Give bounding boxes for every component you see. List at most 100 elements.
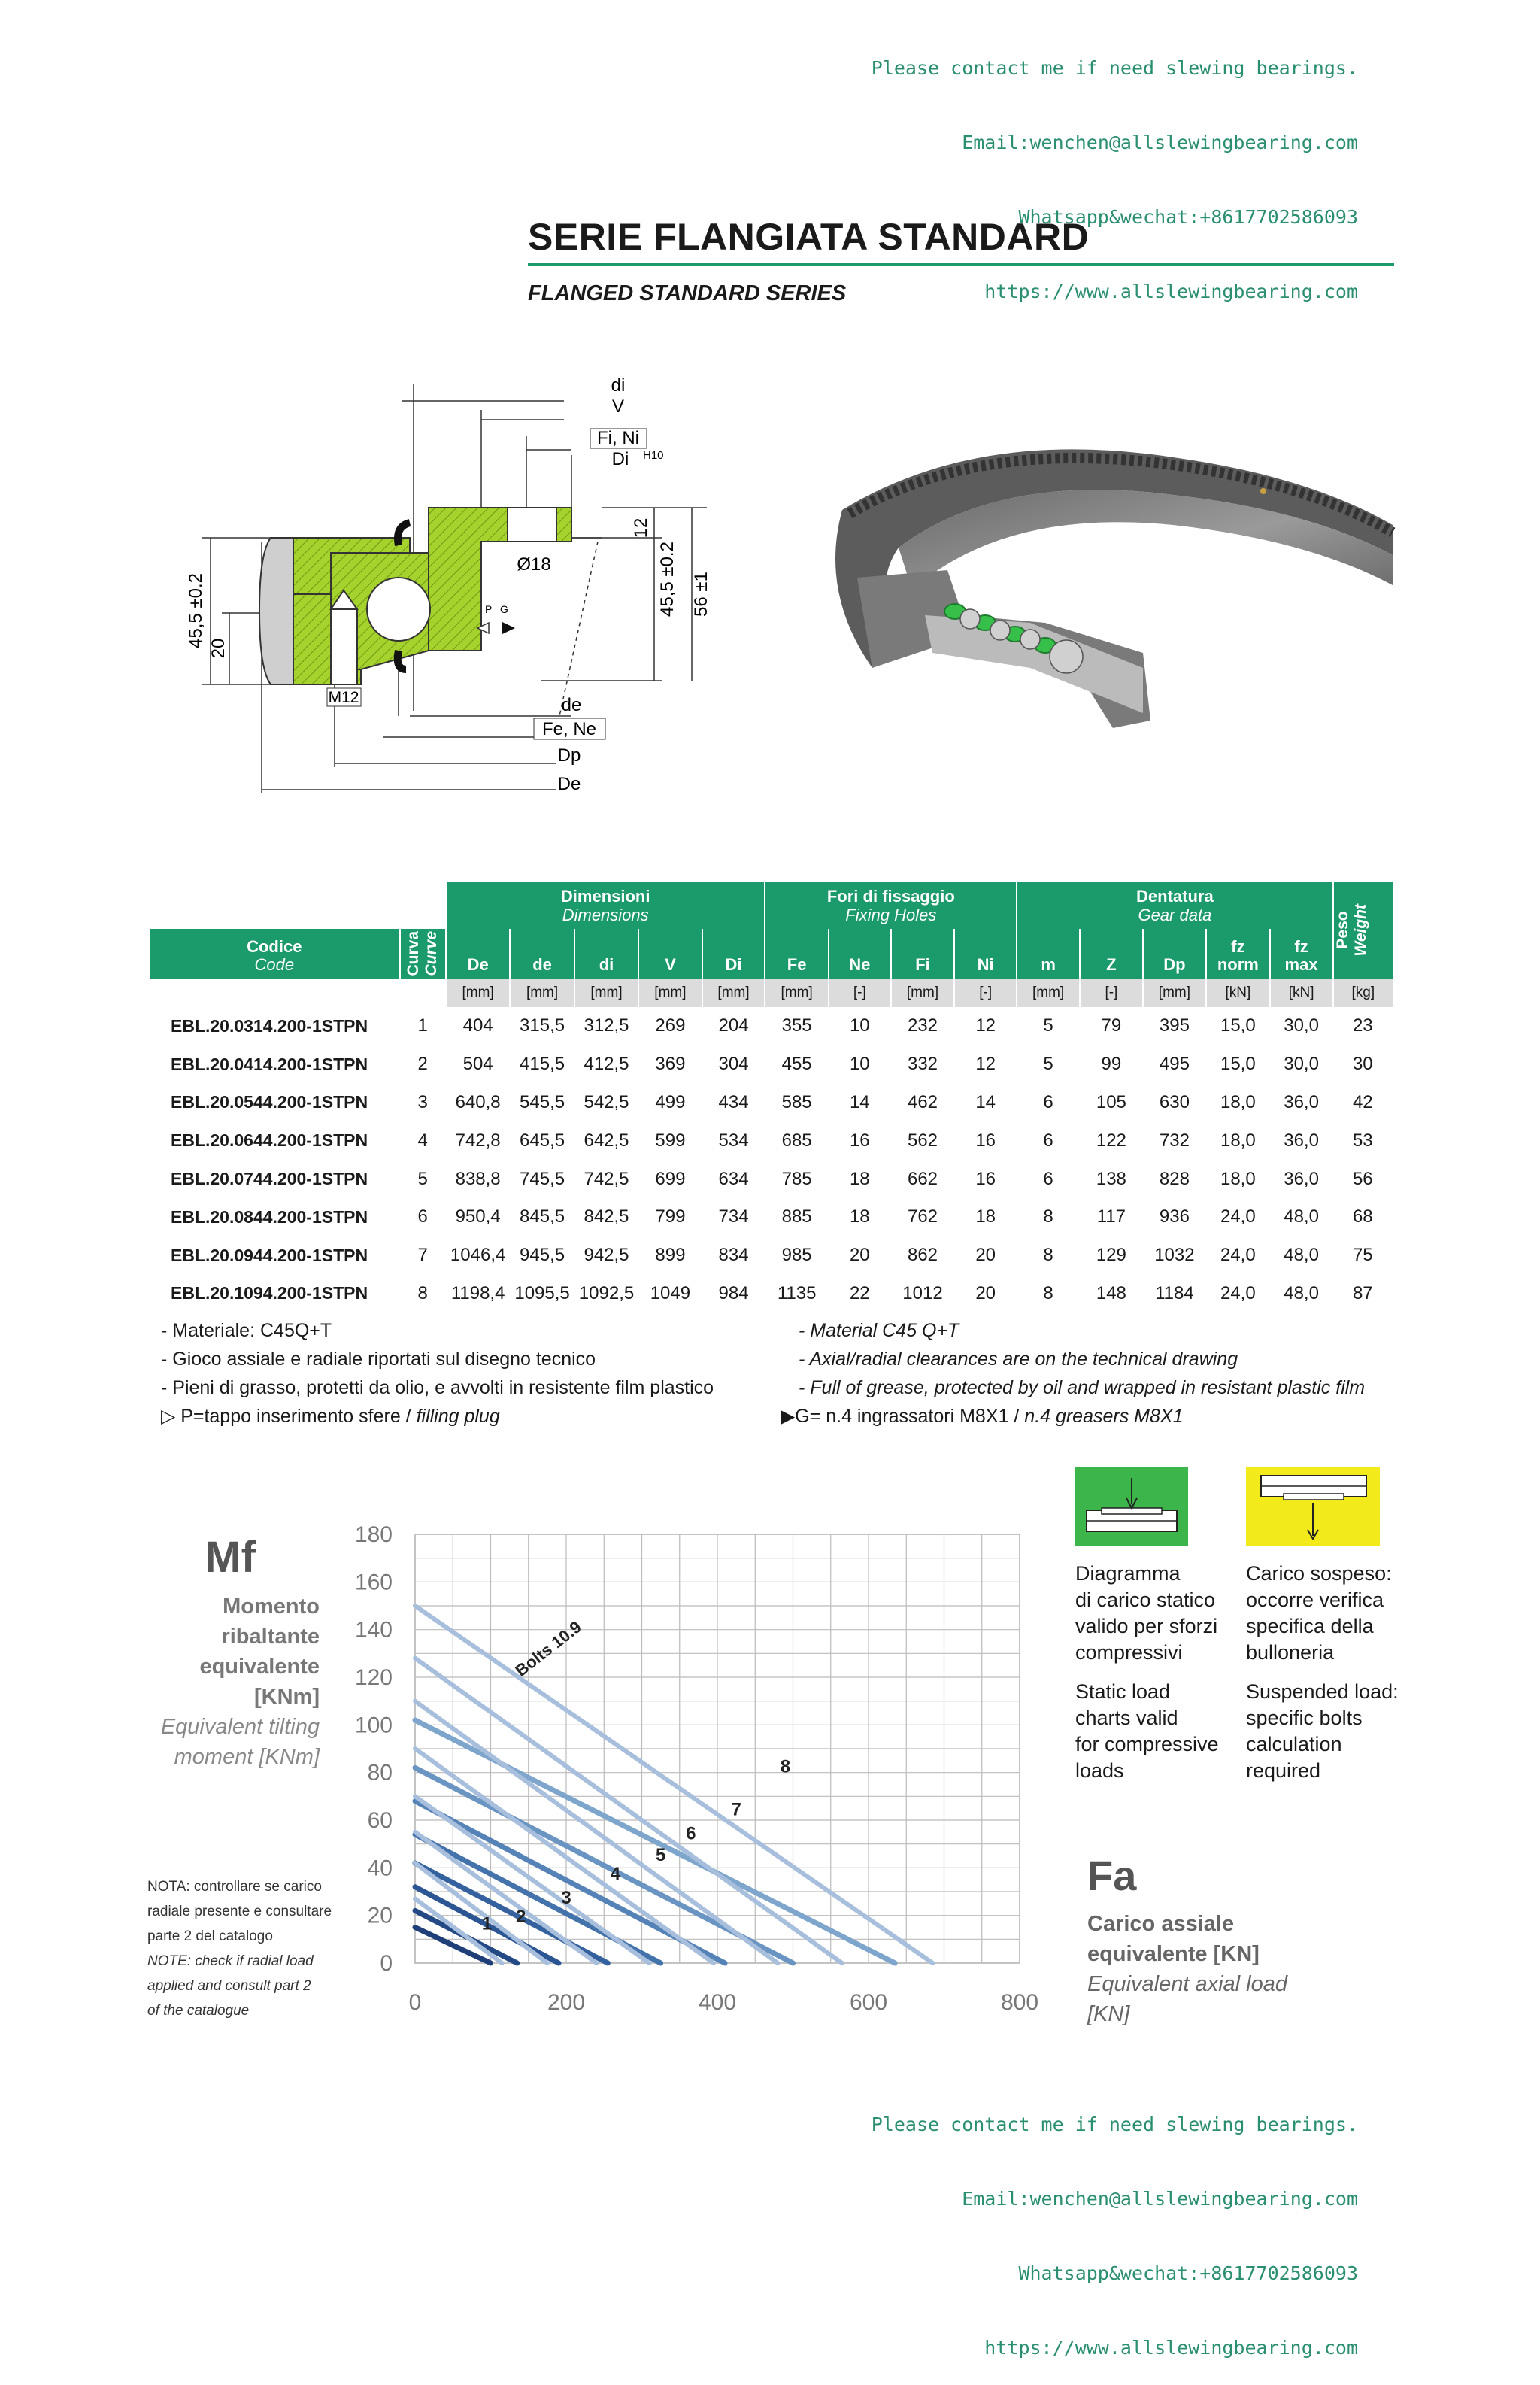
table-cell: 6	[417, 1206, 428, 1227]
table-cell: 18,0	[1220, 1130, 1256, 1151]
legend-green-text-en: Static load charts valid for compressive…	[1075, 1679, 1219, 1784]
table-cell: 495	[1159, 1054, 1190, 1075]
table-cell: 745,5	[520, 1168, 565, 1189]
table-cell: 862	[907, 1245, 938, 1266]
triangle-outline-icon: ▷	[161, 1406, 176, 1427]
table-cell: 504	[462, 1054, 493, 1075]
table-cell: 734	[718, 1206, 749, 1227]
fa-label-en-2: [KN]	[1087, 2002, 1130, 2026]
table-cell: 4	[417, 1130, 428, 1151]
header-Ni: Ni	[953, 929, 1017, 979]
table-cell: 14	[849, 1091, 870, 1112]
x-tick-label: 0	[409, 1990, 422, 2015]
label-v: V	[612, 396, 624, 417]
header-Dp: Dp	[1141, 929, 1207, 979]
table-cell: 1032	[1154, 1245, 1195, 1266]
legend-line: valido per sforzi	[1075, 1615, 1218, 1637]
table-cell: 48,0	[1284, 1206, 1319, 1227]
table-cell: 5	[417, 1168, 428, 1189]
curve-label: 2	[516, 1907, 526, 1927]
fa-symbol-text: Fa	[1087, 1852, 1137, 1899]
unit-cell: [-]	[1079, 979, 1143, 1007]
table-cell: 30,0	[1284, 1054, 1319, 1075]
y-tick-label: 100	[355, 1713, 393, 1737]
table-cell: 8	[1043, 1245, 1053, 1266]
legend-line: specifica della	[1246, 1615, 1374, 1637]
table-cell: 99	[1101, 1054, 1122, 1075]
table-cell: 315,5	[520, 1015, 565, 1036]
table-cell: 1092,5	[578, 1282, 635, 1303]
table-cell: 42	[1352, 1091, 1373, 1112]
y-tick-label: 140	[355, 1618, 393, 1643]
table-cell: 732	[1159, 1130, 1190, 1151]
mf-symbol: Mf	[205, 1533, 256, 1582]
note-material-en: - Material C45 Q+T	[799, 1320, 959, 1341]
table-cell: 20	[975, 1282, 996, 1303]
table-cell: 30,0	[1284, 1015, 1319, 1036]
table-cell: 434	[718, 1091, 749, 1112]
unit-cell: [mm]	[509, 979, 574, 1007]
header-Ne: Ne	[827, 929, 891, 979]
table-cell: 545,5	[520, 1091, 565, 1112]
table-cell: 562	[907, 1130, 938, 1151]
table-cell: 87	[1352, 1282, 1373, 1303]
legend-line: specific bolts	[1246, 1707, 1363, 1729]
mf-label-it-2: ribaltante	[221, 1625, 320, 1649]
contact-phone: Whatsapp&wechat:+8617702586093	[1018, 2262, 1358, 2284]
table-cell: 16	[975, 1168, 996, 1189]
legend-line: bulloneria	[1246, 1641, 1335, 1664]
table-cell: 16	[849, 1130, 870, 1151]
series-bolts-6	[413, 1698, 781, 1965]
label-45-right: 45,5 ±0.2	[657, 542, 678, 617]
table-cell: 332	[907, 1054, 938, 1075]
table-cell: 885	[781, 1206, 812, 1227]
table-cell: 1135	[777, 1282, 817, 1303]
label-56: 56 ±1	[691, 572, 711, 617]
unit-cell: [-]	[827, 979, 891, 1007]
table-cell: 312,5	[584, 1015, 629, 1036]
table-cell: 7	[417, 1245, 428, 1266]
table-cell: 1	[417, 1015, 428, 1036]
contact-email: Email:wenchen@allslewingbearing.com	[962, 132, 1358, 153]
table-cell: 945,5	[520, 1245, 565, 1266]
unit-cell: [mm]	[444, 979, 511, 1007]
table-cell: 79	[1101, 1015, 1122, 1036]
table-cell: 304	[718, 1054, 749, 1075]
legend-green-box	[1075, 1467, 1188, 1546]
table-cell: 16	[975, 1130, 996, 1151]
table-cell: 1046,4	[450, 1245, 506, 1266]
y-tick-label: 60	[368, 1808, 393, 1833]
label-p: P	[485, 603, 492, 615]
contact-block-top: Please contact me if need slewing bearin…	[872, 6, 1358, 329]
compressive-load-icon	[1086, 1478, 1178, 1532]
header-Fe: Fe	[764, 929, 829, 979]
legend-line: calculation	[1246, 1733, 1342, 1755]
legend-line: Static load	[1075, 1680, 1171, 1703]
notes-english: - Material C45 Q+T - Axial/radial cleara…	[781, 1316, 1365, 1431]
table-cell: 8	[1043, 1206, 1053, 1227]
product-code-cell: EBL.20.0314.200-1STPN	[171, 1015, 368, 1036]
series-bolts-3	[413, 1829, 599, 1965]
header-di: di	[573, 929, 639, 979]
chart-note-line: NOTE: check if radial load	[147, 1953, 314, 1969]
product-code-cell: EBL.20.0644.200-1STPN	[171, 1130, 368, 1151]
table-cell: 662	[907, 1168, 938, 1189]
unit-cell: [mm]	[701, 979, 765, 1007]
table-cell: 984	[718, 1282, 749, 1303]
table-cell: 395	[1159, 1015, 1190, 1036]
unit-cell: [kN]	[1205, 979, 1270, 1007]
table-cell: 1095,5	[514, 1282, 570, 1303]
label-g: G	[500, 603, 508, 615]
series-bolts-8	[413, 1604, 935, 1965]
table-cell: 18	[849, 1206, 870, 1227]
note-material: - Materiale: C45Q+T	[161, 1320, 332, 1341]
y-tick-label: 40	[368, 1856, 393, 1880]
mf-label-en-2: moment [KNm]	[174, 1745, 320, 1769]
table-cell: 462	[907, 1091, 938, 1112]
